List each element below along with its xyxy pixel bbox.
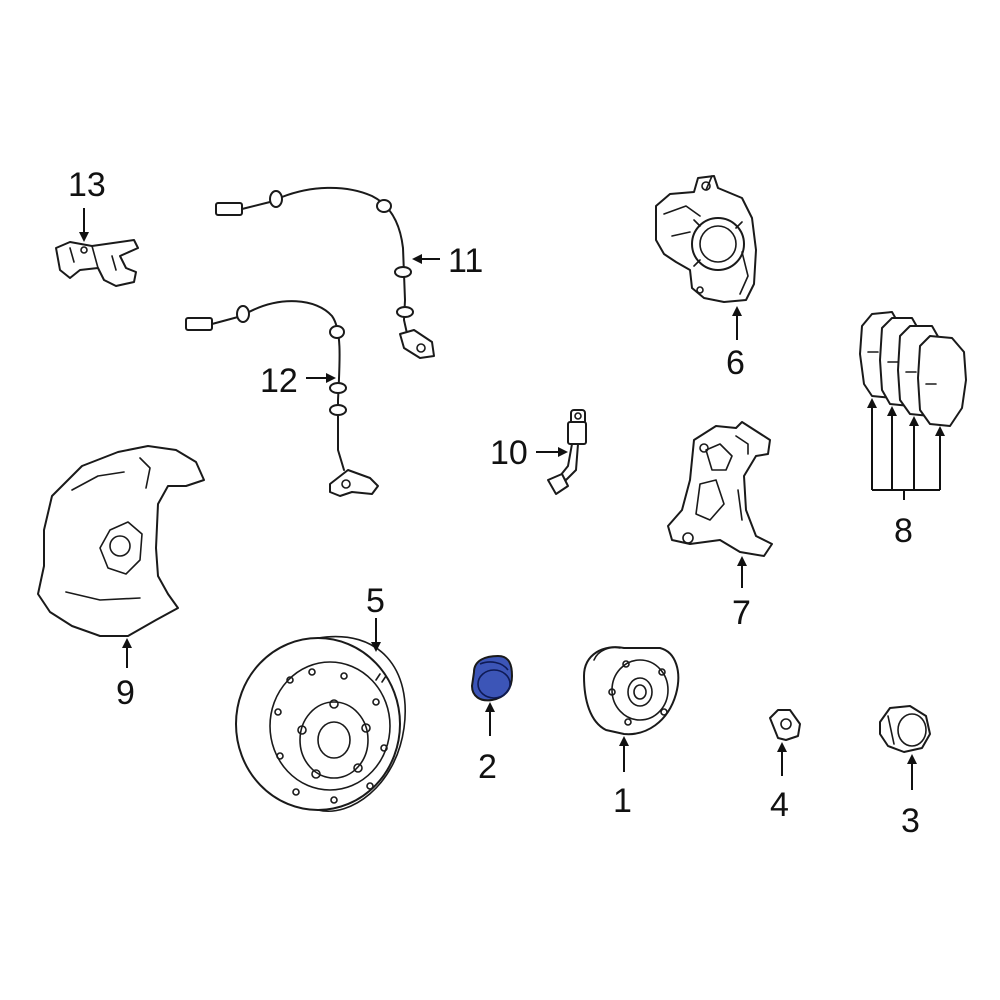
callout-4: 4: [770, 786, 789, 824]
callout-11: 11: [448, 242, 483, 280]
part-5-brake-rotor[interactable]: [235, 635, 406, 812]
callout-5: 5: [366, 582, 385, 620]
part-7-caliper-carrier[interactable]: [667, 421, 773, 557]
part-6-caliper[interactable]: [655, 175, 757, 303]
callout-13: 13: [68, 166, 106, 204]
callout-7: 7: [732, 594, 751, 632]
part-10-brake-hose[interactable]: [547, 409, 587, 495]
callout-2: 2: [478, 748, 497, 786]
callout-6: 6: [726, 344, 745, 382]
leader-8-group: [867, 398, 945, 500]
leader-lines: [79, 208, 945, 790]
part-11-abs-sensor[interactable]: [215, 186, 435, 359]
callout-12: 12: [260, 362, 298, 400]
part-12-abs-sensor[interactable]: [185, 300, 379, 497]
callout-10: 10: [490, 434, 528, 472]
callout-1: 1: [613, 782, 632, 820]
part-2-cap[interactable]: [470, 654, 514, 702]
part-3-bolt[interactable]: [879, 705, 931, 753]
part-4-clip[interactable]: [769, 709, 801, 741]
callouts: 13 11 12 10 6 7 8 9 5 2 1 4 3: [68, 166, 920, 840]
part-8-brake-pads[interactable]: [859, 311, 967, 427]
part-9-splash-shield[interactable]: [37, 445, 205, 637]
part-1-wheel-hub[interactable]: [583, 646, 680, 736]
callout-8: 8: [894, 512, 913, 550]
part-13-bracket[interactable]: [55, 239, 139, 287]
callout-9: 9: [116, 674, 135, 712]
callout-3: 3: [901, 802, 920, 840]
